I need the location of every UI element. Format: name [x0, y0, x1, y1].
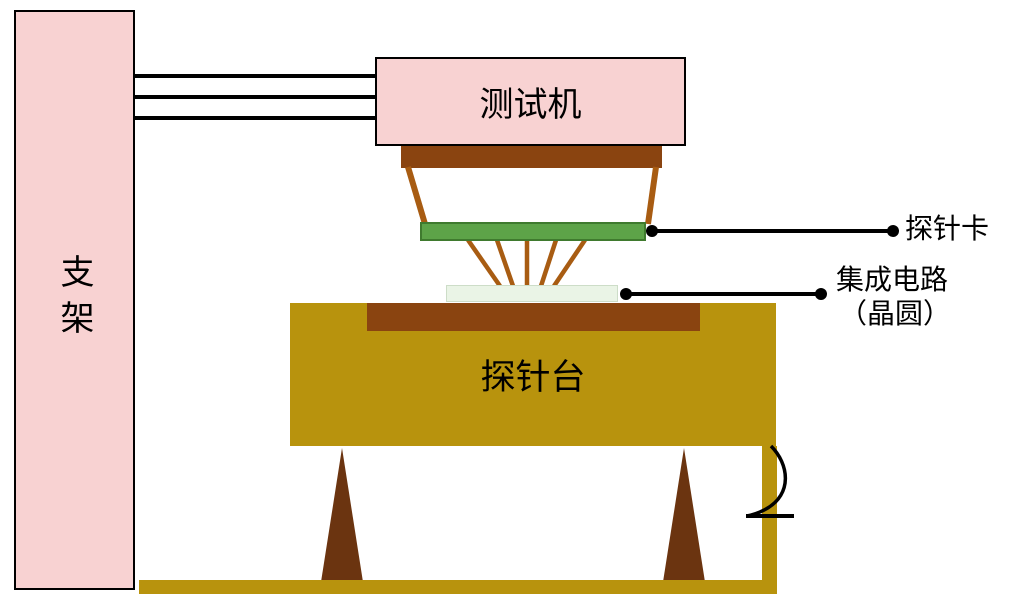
probe-card-callout	[646, 225, 899, 237]
beam-line-middle	[135, 95, 376, 99]
wafer-chip	[446, 285, 618, 302]
ic-wafer-label: 集成电路 （晶圆）	[836, 263, 951, 331]
ic-callout-dot-left	[620, 288, 632, 300]
probe-card-callout-dot-left	[646, 225, 658, 237]
probe-card-label: 探针卡	[905, 212, 990, 245]
right-support-post	[762, 446, 777, 580]
tester-label: 测试机	[479, 85, 582, 125]
probe-station-label: 探针台	[480, 358, 586, 398]
station-top-bar	[367, 303, 700, 331]
probe-card-left-slant-line	[405, 166, 428, 225]
ic-label-line2: （晶圆）	[839, 297, 952, 330]
support-frame: 支架	[14, 10, 135, 590]
ic-callout-dot-right	[815, 288, 827, 300]
probe-card-callout-dot-right	[887, 225, 899, 237]
ic-label-line1: 集成电路	[836, 263, 949, 296]
tester-box: 测试机	[375, 57, 686, 146]
cable-wire-curve	[746, 444, 788, 518]
probe-card-right-slant-line	[645, 166, 659, 225]
tester-interface-bar	[401, 146, 662, 168]
base-bar	[139, 580, 777, 594]
beam-line-top	[135, 74, 376, 78]
ic-callout	[620, 288, 827, 300]
support-label: 支架	[54, 254, 94, 346]
probe-card-bar	[420, 222, 646, 241]
probe-needles	[466, 238, 587, 288]
beam-line-bottom	[135, 116, 376, 120]
